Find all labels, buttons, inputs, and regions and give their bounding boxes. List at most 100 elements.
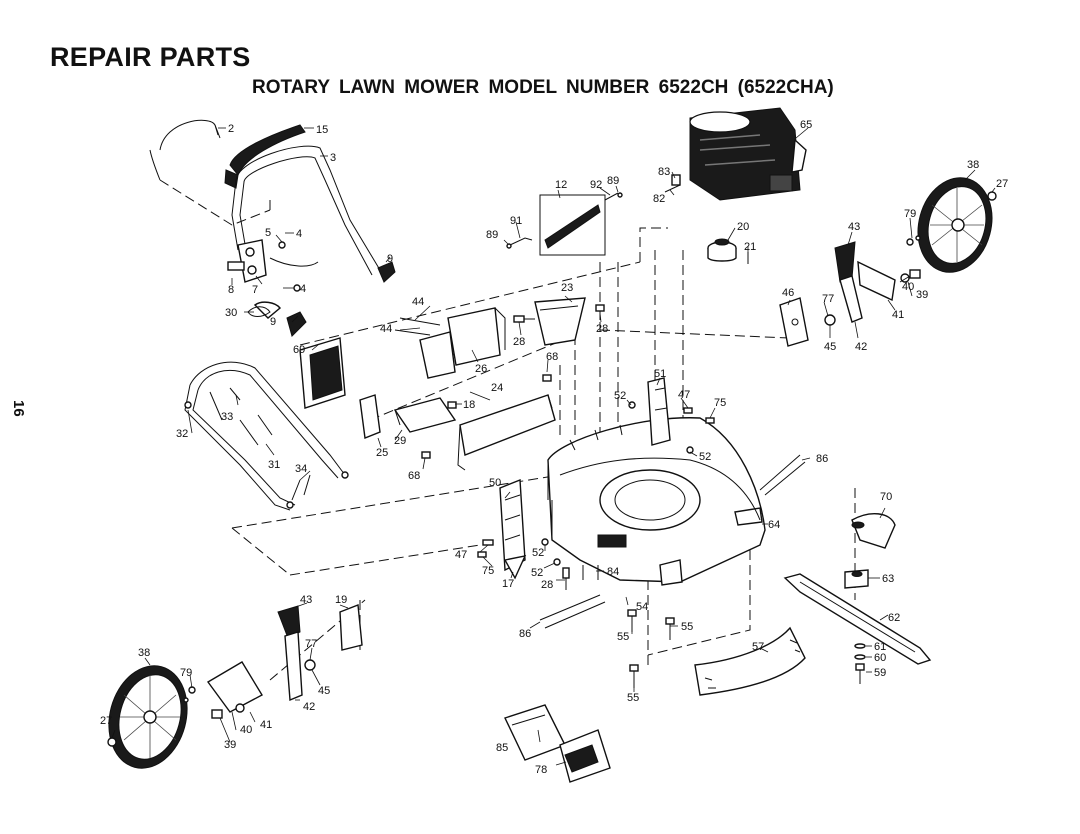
- callout-86: 86: [816, 453, 828, 465]
- page-title: REPAIR PARTS: [50, 42, 251, 72]
- callout-30: 30: [225, 307, 237, 319]
- wheel-right-part-38: [917, 177, 997, 273]
- callout-31: 31: [268, 459, 280, 471]
- bracket-part-51: [647, 377, 671, 446]
- upper-handle-part-2: [149, 119, 221, 181]
- callout-55: 55: [681, 621, 693, 633]
- callout-89: 89: [486, 229, 498, 241]
- callout-28: 28: [541, 579, 553, 591]
- callout-63: 63: [882, 573, 894, 585]
- callout-75: 75: [714, 397, 726, 409]
- callout-55: 55: [617, 631, 629, 643]
- callout-89: 89: [607, 175, 619, 187]
- part-callouts: 2 15 3 5 4 4 9 9 8 7 30 69 33 32 31 34 4…: [100, 119, 1008, 776]
- callout-24: 24: [491, 382, 503, 394]
- callout-57: 57: [752, 641, 764, 653]
- callout-92: 92: [590, 179, 602, 191]
- callout-43: 43: [848, 221, 860, 233]
- callout-82: 82: [653, 193, 665, 205]
- handle-grip-part-15: [224, 124, 306, 189]
- height-adjuster-left-part-43: [183, 604, 363, 719]
- deflector-part-17: [503, 555, 527, 580]
- callout-65: 65: [800, 119, 812, 131]
- small-hardware: [421, 374, 715, 566]
- callout-45: 45: [824, 341, 836, 353]
- callout-47: 47: [455, 549, 467, 561]
- callout-21: 21: [744, 241, 756, 253]
- engine-pulley-part-20: [707, 238, 749, 264]
- callout-51: 51: [654, 368, 666, 380]
- callout-52: 52: [699, 451, 711, 463]
- callout-3: 3: [330, 152, 336, 164]
- throttle-part-83: [664, 174, 681, 193]
- callout-9: 9: [270, 316, 276, 328]
- leader-lines: [111, 127, 996, 766]
- hinge-bracket-part-25: [359, 394, 457, 439]
- callout-79: 79: [904, 208, 916, 220]
- callout-68: 68: [546, 351, 558, 363]
- handle-bracket: [227, 239, 319, 319]
- mower-deck-part-64: [547, 417, 766, 586]
- callout-91: 91: [510, 215, 522, 227]
- callout-27: 27: [996, 178, 1008, 190]
- callout-52: 52: [532, 547, 544, 559]
- handle-knob-part-9: [286, 261, 396, 337]
- callout-85: 85: [496, 742, 508, 754]
- callout-77: 77: [305, 638, 317, 650]
- callout-42: 42: [855, 341, 867, 353]
- callout-75: 75: [482, 565, 494, 577]
- engine-part-65: [689, 107, 807, 201]
- callout-34: 34: [295, 463, 307, 475]
- callout-17: 17: [502, 578, 514, 590]
- callout-12: 12: [555, 179, 567, 191]
- callout-4: 4: [300, 283, 306, 295]
- callout-38: 38: [967, 159, 979, 171]
- callout-28: 28: [596, 323, 608, 335]
- callout-52: 52: [614, 390, 626, 402]
- callout-79: 79: [180, 667, 192, 679]
- callout-83: 83: [658, 166, 670, 178]
- callout-78: 78: [535, 764, 547, 776]
- bolt-part-4: [278, 241, 301, 292]
- callout-59: 59: [874, 667, 886, 679]
- callout-68: 68: [408, 470, 420, 482]
- bolt-part-55: [627, 609, 675, 688]
- callout-62: 62: [888, 612, 900, 624]
- callout-38: 38: [138, 647, 150, 659]
- callout-9: 9: [387, 253, 393, 265]
- grass-bag-frame-part-32: [184, 361, 349, 511]
- callout-32: 32: [176, 428, 188, 440]
- callout-70: 70: [880, 491, 892, 503]
- callout-18: 18: [463, 399, 475, 411]
- bag-hook-part-30: [247, 306, 311, 501]
- callout-25: 25: [376, 447, 388, 459]
- rear-flap-part-69: [299, 337, 346, 409]
- callout-4: 4: [296, 228, 302, 240]
- callout-86: 86: [519, 628, 531, 640]
- bolt-part-84: [562, 565, 599, 590]
- blade-part-62: [783, 573, 932, 665]
- callout-52: 52: [531, 567, 543, 579]
- assembly-guide-lines: [159, 179, 856, 681]
- callout-19: 19: [335, 594, 347, 606]
- callout-39: 39: [224, 739, 236, 751]
- rear-baffle-part-24: [457, 394, 556, 471]
- wheel-left-part-38: [107, 665, 188, 769]
- cable-part-91: [506, 192, 623, 249]
- callout-15: 15: [316, 124, 328, 136]
- callout-69: 69: [293, 344, 305, 356]
- callout-23: 23: [561, 282, 573, 294]
- callout-44: 44: [412, 296, 424, 308]
- callout-39: 39: [916, 289, 928, 301]
- bracket-part-23: [534, 297, 586, 346]
- callout-45: 45: [318, 685, 330, 697]
- callout-47: 47: [678, 389, 690, 401]
- callout-28: 28: [513, 336, 525, 348]
- adapter-part-63: [844, 569, 869, 589]
- callout-26: 26: [475, 363, 487, 375]
- callout-8: 8: [228, 284, 234, 296]
- callout-55: 55: [627, 692, 639, 704]
- callout-44: 44: [380, 323, 392, 335]
- callout-41: 41: [892, 309, 904, 321]
